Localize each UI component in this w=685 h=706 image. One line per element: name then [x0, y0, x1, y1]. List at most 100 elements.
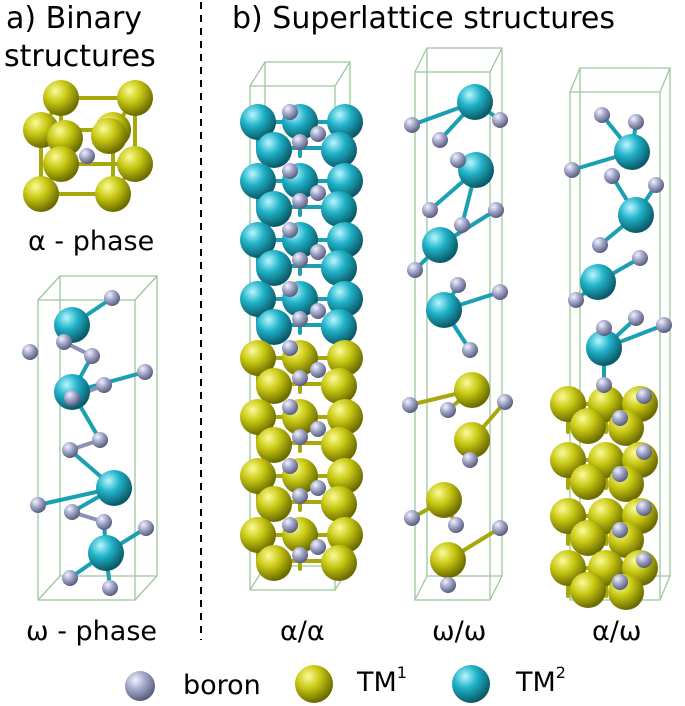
boron-atom [30, 497, 46, 513]
tm1-atom [43, 80, 79, 116]
boron-atom [612, 522, 628, 538]
boron-atom [62, 570, 78, 586]
boron-atom [568, 292, 584, 308]
superlattice-label-omega-omega: ω/ω [432, 616, 487, 647]
omega-phase-label: ω - phase [26, 616, 157, 647]
boron-atom [310, 362, 326, 378]
boron-atom [628, 114, 644, 130]
boron-atom [96, 514, 112, 530]
tm1-atom [240, 517, 276, 553]
boron-atom [492, 284, 508, 300]
boron-atom [102, 580, 118, 596]
omega-omega-cell [414, 47, 503, 601]
boron-atom [104, 290, 120, 306]
boron-atom [636, 444, 652, 460]
boron-atom [422, 202, 438, 218]
legend-boron-swatch [125, 671, 155, 701]
tm2-atom [327, 281, 363, 317]
tm1-atom [454, 372, 490, 408]
boron-atom [292, 547, 308, 563]
legend-tm1-label: TM1 [357, 663, 407, 698]
tm1-atom [570, 408, 606, 444]
boron-atom [407, 262, 423, 278]
boron-atom [612, 466, 628, 482]
boron-atom [84, 348, 100, 364]
tm1-atom [95, 176, 131, 212]
boron-atom [96, 377, 112, 393]
boron-atom [594, 107, 610, 123]
boron-atom [604, 168, 620, 184]
tm1-atom [430, 542, 466, 578]
boron-atom [292, 370, 308, 386]
tm2-atom [457, 84, 493, 120]
boron-atom [404, 510, 420, 526]
boron-atom [564, 162, 580, 178]
tm1-atom [23, 176, 59, 212]
boron-atom [310, 126, 326, 142]
boron-atom [492, 112, 508, 128]
tm1-atom [240, 399, 276, 435]
tm1-atom [43, 146, 79, 182]
boron-atom [282, 222, 298, 238]
boron-atom [292, 134, 308, 150]
boron-atom [56, 334, 72, 350]
tm2-atom [240, 222, 276, 258]
boron-atom [64, 504, 80, 520]
tm2-atom [96, 470, 132, 506]
boron-atom [462, 342, 478, 358]
boron-atom [450, 152, 466, 168]
boron-atom [138, 520, 154, 536]
boron-atom [462, 452, 478, 468]
boron-atom [612, 574, 628, 590]
tm2-atom [422, 227, 458, 263]
legend-boron-label: boron [183, 670, 261, 701]
tm2-atom [327, 163, 363, 199]
tm1-atom [256, 427, 292, 463]
boron-atom [310, 185, 326, 201]
boron-atom [636, 552, 652, 568]
tm2-atom [321, 309, 357, 345]
boron-atom [137, 364, 153, 380]
tm2-atom [240, 281, 276, 317]
superlattice-label-alpha-alpha: α/α [280, 616, 325, 647]
boron-atom [92, 432, 108, 448]
panel-a-title-line1: a) Binary [6, 1, 143, 36]
boron-atom [282, 340, 298, 356]
panel-b-title: b) Superlattice structures [232, 1, 616, 36]
tm2-atom [426, 292, 462, 328]
boron-atom [310, 244, 326, 260]
tm2-atom [580, 264, 616, 300]
boron-atom [440, 577, 456, 593]
boron-atom [282, 458, 298, 474]
boron-atom [648, 177, 664, 193]
tm2-atom [54, 307, 90, 343]
omega-phase-cell [37, 275, 158, 601]
boron-atom [282, 399, 298, 415]
tm2-atom [458, 152, 494, 188]
tm1-atom [321, 427, 357, 463]
tm1-atom [454, 422, 490, 458]
boron-atom [402, 397, 418, 413]
boron-atom [454, 217, 470, 233]
tm2-atom [321, 132, 357, 168]
tm1-atom [321, 368, 357, 404]
boron-atom [282, 104, 298, 120]
tm1-atom [570, 464, 606, 500]
tm1-atom [570, 520, 606, 556]
legend-tm1-swatch [295, 665, 333, 703]
boron-atom [310, 303, 326, 319]
boron-atom [656, 317, 672, 333]
tm2-atom [327, 104, 363, 140]
boron-atom [282, 517, 298, 533]
alpha-omega-cell [569, 67, 671, 601]
legend-tm2-label: TM2 [516, 663, 566, 698]
tm1-atom [256, 545, 292, 581]
tm2-atom [327, 222, 363, 258]
tm1-atom [91, 118, 127, 154]
tm1-atom [327, 399, 363, 435]
superlattice-label-alpha-omega: α/ω [592, 616, 642, 647]
boron-atom [440, 402, 456, 418]
tm2-atom [618, 197, 654, 233]
